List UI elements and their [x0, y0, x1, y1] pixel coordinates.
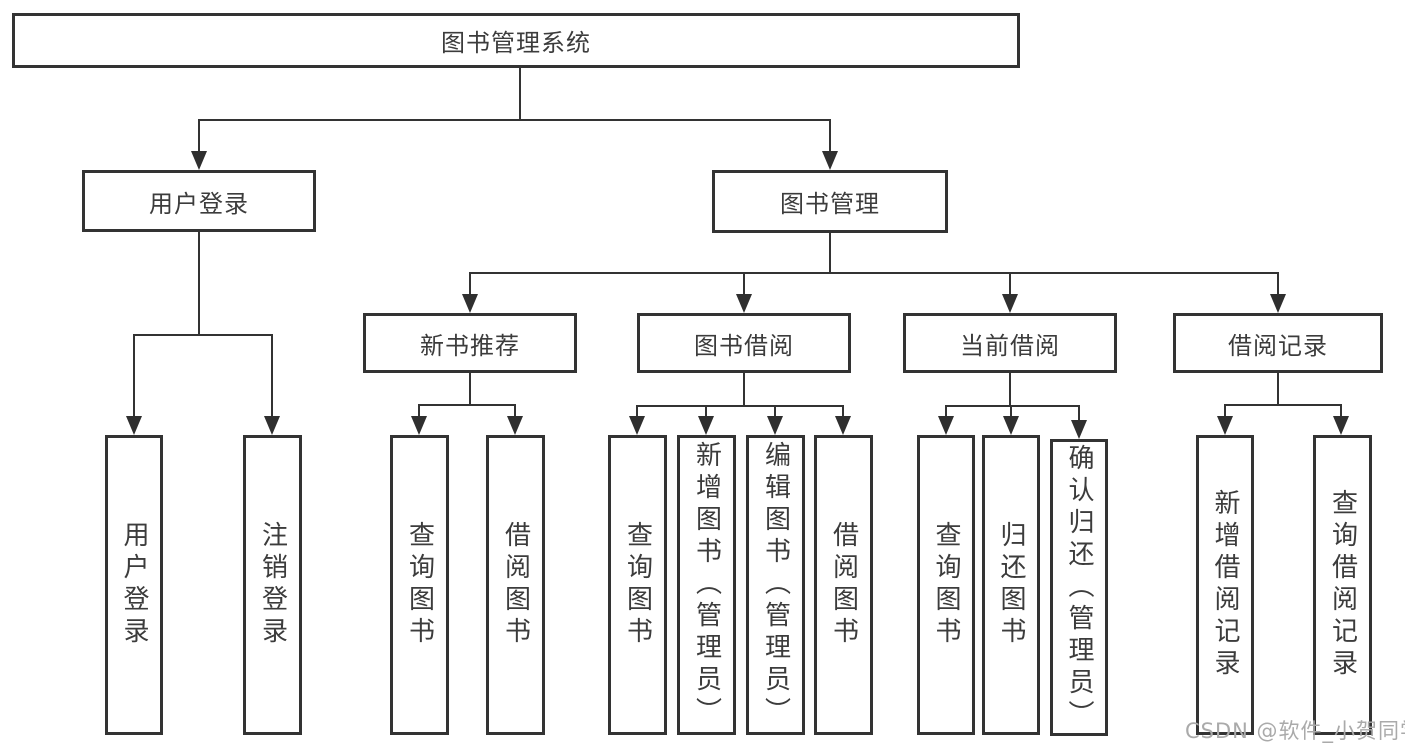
connector-line	[418, 404, 420, 418]
connector-line	[774, 405, 776, 418]
arrow-down-icon	[835, 416, 851, 435]
arrow-down-icon	[1333, 416, 1349, 435]
connector-line	[1277, 272, 1279, 296]
connector-line	[636, 405, 638, 418]
arrow-down-icon	[191, 151, 207, 170]
connector-line	[469, 373, 471, 406]
node-label: 借阅记录	[1228, 331, 1328, 360]
node-label: 用户登录	[149, 189, 249, 218]
arrow-down-icon	[462, 294, 478, 313]
leaf-borrow-add-admin: 新增图书（管理员）	[677, 435, 736, 735]
csdn-watermark: CSDN @软件_小贺同学	[1185, 719, 1405, 743]
connector-line	[743, 272, 745, 296]
connector-line	[829, 119, 831, 152]
leaf-record-add: 新增借阅记录	[1196, 435, 1254, 735]
connector-line	[1224, 404, 1342, 406]
node-label: 编辑图书（管理员）	[760, 441, 791, 729]
leaf-current-return: 归还图书	[982, 435, 1040, 735]
node-label: 查询图书	[622, 521, 653, 649]
leaf-current-confirm-admin: 确认归还（管理员）	[1050, 439, 1108, 736]
node-label: 图书管理	[780, 190, 880, 218]
connector-line	[705, 405, 707, 418]
node-label: 借阅图书	[828, 521, 859, 649]
arrow-down-icon	[1071, 420, 1087, 439]
connector-line	[1340, 404, 1342, 418]
connector-line	[133, 334, 135, 417]
arrow-down-icon	[264, 416, 280, 435]
connector-line	[1224, 404, 1226, 418]
arrow-down-icon	[938, 416, 954, 435]
node-label: 新书推荐	[420, 331, 520, 360]
connector-line	[133, 334, 273, 336]
leaf-user-login: 用户登录	[105, 435, 163, 735]
connector-line	[469, 272, 471, 296]
arrow-down-icon	[126, 416, 142, 435]
node-label: 注销登录	[257, 521, 288, 649]
connector-line	[829, 233, 831, 274]
leaf-current-query: 查询图书	[917, 435, 975, 735]
connector-line	[519, 68, 521, 121]
node-book-borrow: 图书借阅	[637, 313, 851, 373]
node-label: 查询借阅记录	[1327, 489, 1358, 681]
node-label: 查询图书	[931, 521, 961, 649]
connector-line	[469, 272, 1279, 274]
node-root: 图书管理系统	[12, 13, 1020, 68]
arrow-down-icon	[736, 294, 752, 313]
node-book-management: 图书管理	[712, 170, 948, 233]
connector-line	[945, 405, 947, 418]
connector-line	[1010, 405, 1012, 418]
connector-line	[636, 405, 844, 407]
connector-line	[1078, 405, 1080, 421]
node-label: 用户登录	[119, 521, 149, 649]
node-label: 确认归还（管理员）	[1064, 443, 1094, 732]
node-new-book-recommend: 新书推荐	[363, 313, 577, 373]
leaf-newbook-query: 查询图书	[390, 435, 449, 735]
connector-line	[1009, 272, 1011, 296]
node-label: 新增图书（管理员）	[691, 441, 722, 729]
node-label: 图书管理系统	[441, 29, 591, 57]
leaf-borrow-query: 查询图书	[608, 435, 667, 735]
arrow-down-icon	[1217, 416, 1233, 435]
connector-line	[198, 232, 200, 335]
arrow-down-icon	[822, 151, 838, 170]
arrow-down-icon	[507, 416, 523, 435]
arrow-down-icon	[629, 416, 645, 435]
connector-line	[1009, 373, 1011, 407]
leaf-record-query: 查询借阅记录	[1313, 435, 1372, 735]
arrow-down-icon	[1003, 416, 1019, 435]
node-label: 当前借阅	[960, 331, 1060, 360]
node-current-borrow: 当前借阅	[903, 313, 1117, 373]
node-label: 新增借阅记录	[1210, 489, 1240, 681]
node-user-login: 用户登录	[82, 170, 316, 232]
connector-line	[1277, 373, 1279, 406]
node-label: 图书借阅	[694, 331, 794, 360]
leaf-borrow-edit-admin: 编辑图书（管理员）	[746, 435, 805, 735]
node-borrow-records: 借阅记录	[1173, 313, 1383, 373]
arrow-down-icon	[1270, 294, 1286, 313]
connector-line	[743, 373, 745, 407]
node-label: 归还图书	[996, 521, 1026, 649]
leaf-borrow-book: 借阅图书	[814, 435, 873, 735]
connector-line	[198, 119, 831, 121]
leaf-newbook-borrow: 借阅图书	[486, 435, 545, 735]
arrow-down-icon	[698, 416, 714, 435]
connector-line	[271, 334, 273, 417]
node-label: 查询图书	[404, 521, 435, 649]
connector-line	[842, 405, 844, 418]
connector-line	[514, 404, 516, 418]
connector-line	[945, 405, 1080, 407]
connector-line	[198, 119, 200, 152]
arrow-down-icon	[1002, 294, 1018, 313]
connector-line	[418, 404, 516, 406]
leaf-logout: 注销登录	[243, 435, 302, 735]
arrow-down-icon	[411, 416, 427, 435]
arrow-down-icon	[767, 416, 783, 435]
node-label: 借阅图书	[500, 521, 531, 649]
